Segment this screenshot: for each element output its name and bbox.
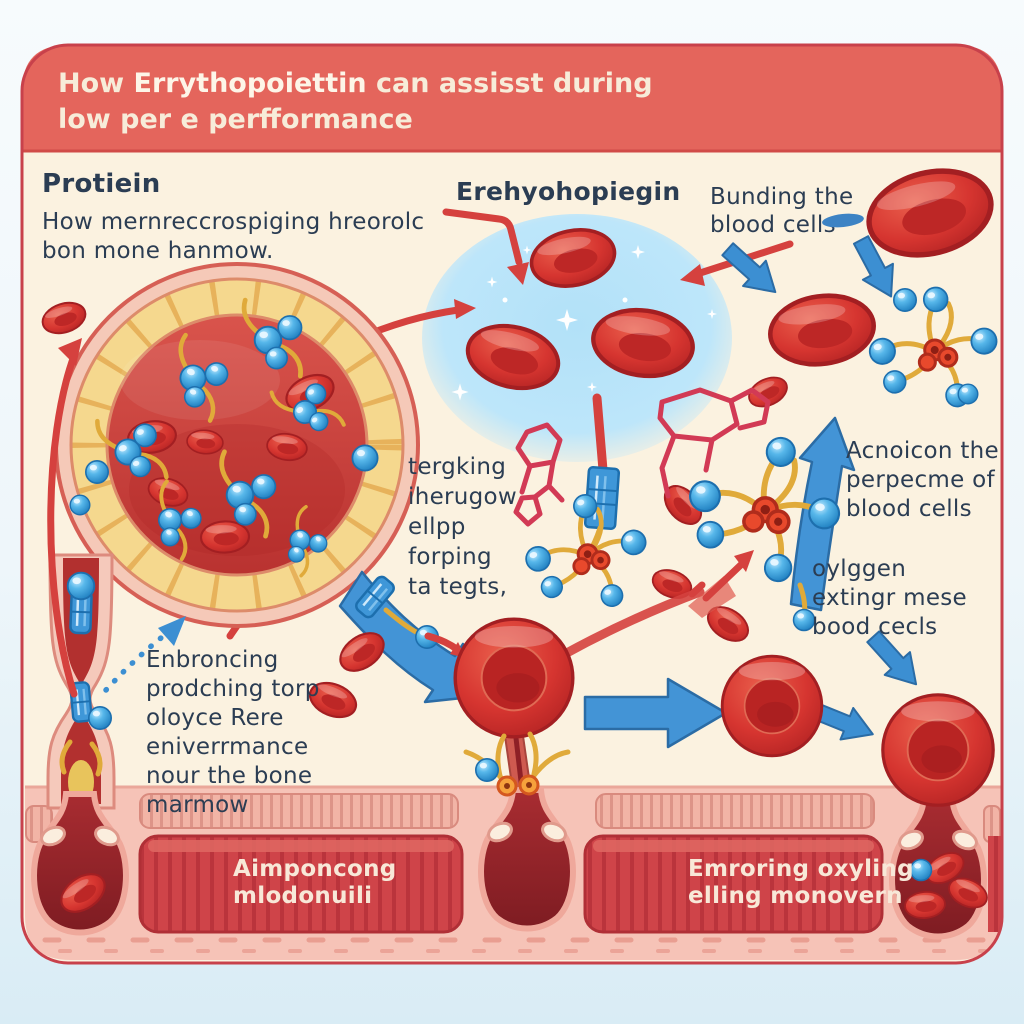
epo-tendril-molecule (682, 429, 846, 632)
muscle-block-sliver (988, 836, 1001, 932)
binding-label: Bunding the blood cells (710, 184, 854, 238)
muscle-block-left (138, 834, 464, 934)
title-suffix: can assisst during (366, 68, 653, 99)
muscle-cap (139, 793, 459, 829)
oxygen-release-arrow (558, 550, 754, 660)
page-title: How Errythopoiettin can assisst during l… (58, 66, 698, 138)
erythropoietin-label: Erehyohopiegin (456, 177, 681, 206)
protein-description: How mernreccrospiging hreorolc bon mone … (42, 209, 425, 264)
card-border (20, 43, 1004, 965)
progenitor-sphere (88, 705, 112, 731)
enhancing-label: Enbroncing prodching torp oloyce Rere en… (146, 647, 320, 818)
protein-heading: Protiein (42, 169, 161, 199)
title-prefix: How (58, 68, 134, 99)
epo-molecule-rings (513, 387, 771, 527)
header-band (22, 45, 1002, 153)
progenitor-sphere (69, 494, 91, 516)
action-label: Acnoicon the perpecme of blood cells (846, 438, 999, 522)
receptor-complex (463, 731, 571, 797)
oxygen-delivering-red-blood-cell (881, 693, 995, 807)
progenitor-sphere (85, 459, 109, 485)
bone-marrow-cross-section (54, 262, 420, 628)
muscle-block-right (583, 834, 884, 934)
progenitor-sphere (351, 444, 379, 472)
dashed-blue-arrow (103, 616, 186, 693)
muscle-left-label: Aimponcong mlodonuili (233, 856, 397, 909)
progenitor-sphere (66, 571, 96, 601)
red-blood-cell (199, 519, 251, 555)
left-vessel (46, 553, 116, 810)
title-line2: low per e perfformance (58, 104, 413, 135)
maturing-red-blood-cell (720, 654, 824, 758)
muscle-cap (595, 793, 875, 829)
bloodstream-glow-region (422, 214, 732, 462)
oxygen-label: oylggen extingr mese bood cecls (812, 556, 967, 640)
targeting-label: tergking iherugow ellpp forping ta tegts… (408, 454, 518, 600)
muscle-right-label: Emroring oxyling elling monovern (688, 856, 914, 909)
release-arrow (37, 296, 91, 698)
title-keyword: Errythopoiettin (133, 68, 367, 99)
process-arrow-right (583, 677, 728, 749)
